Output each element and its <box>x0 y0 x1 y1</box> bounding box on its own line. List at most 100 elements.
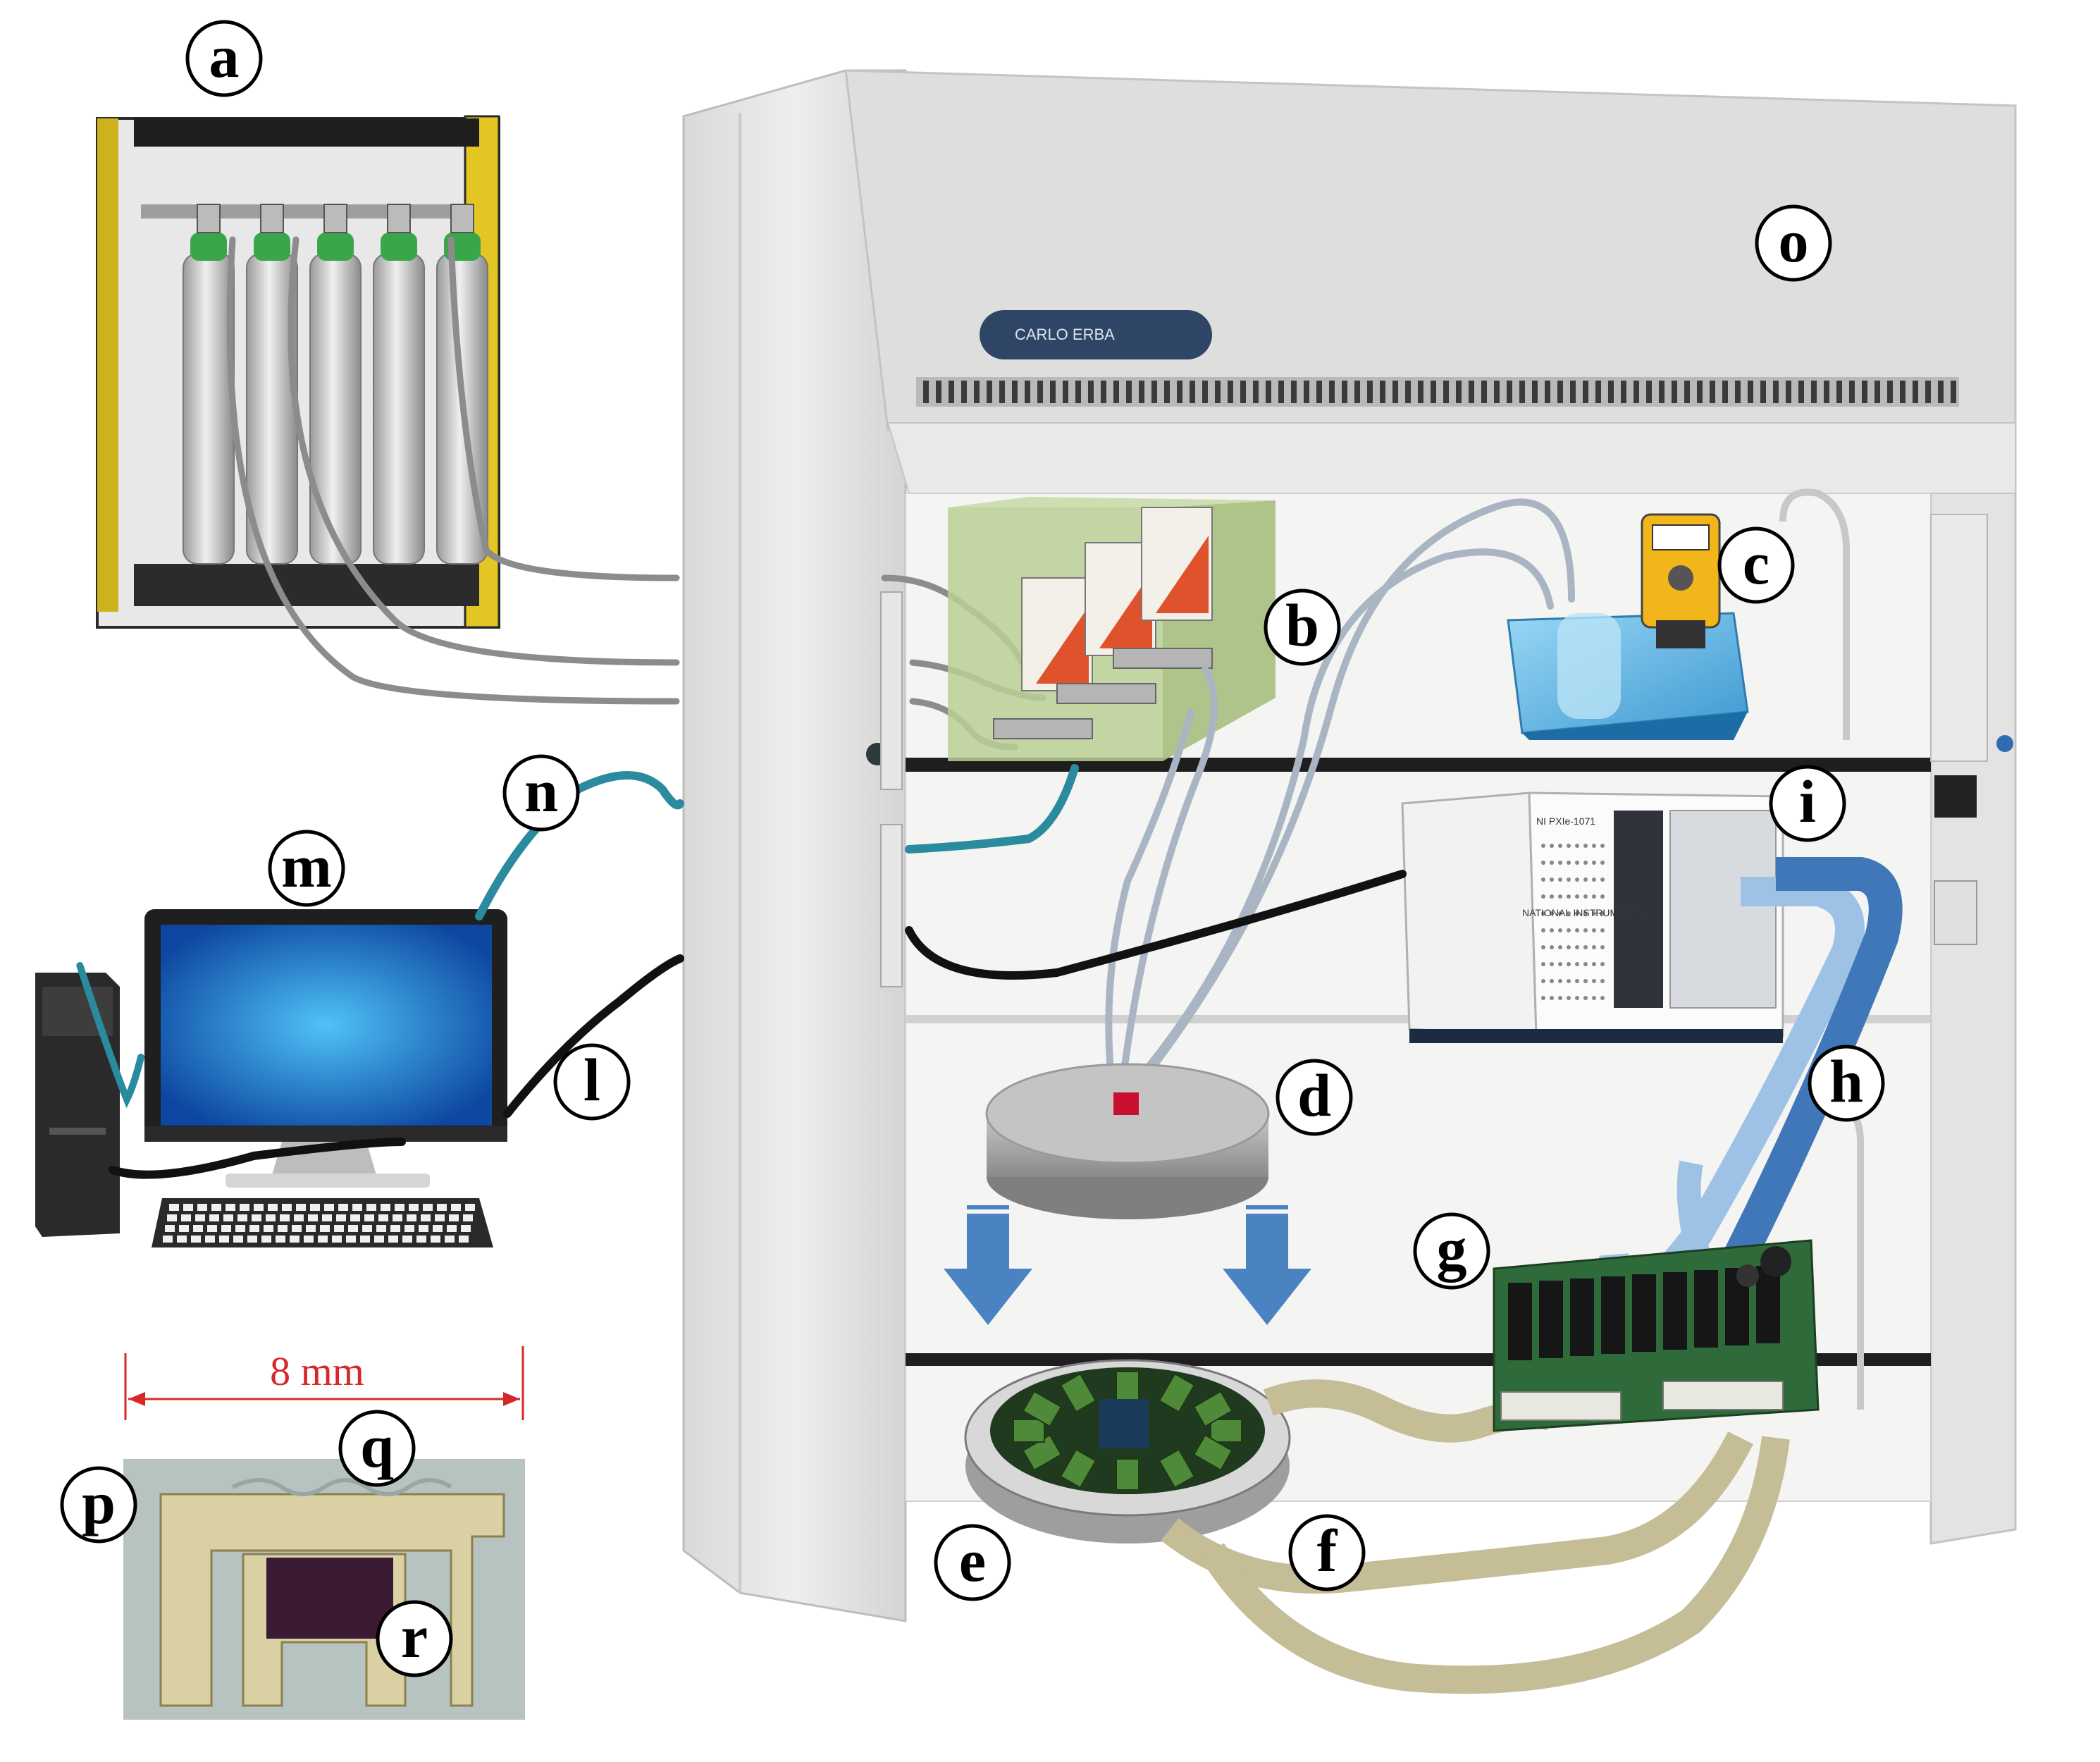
monitor-screen <box>161 925 492 1126</box>
daq-vent-hole <box>1592 962 1596 966</box>
daq-chassis: NI PXIe-1071 NATIONAL INSTRUMENTS PXI <box>1401 791 1784 1043</box>
keyboard-key <box>338 1204 348 1211</box>
vent-slot <box>1443 381 1449 403</box>
vent-slot <box>1126 381 1132 403</box>
keyboard-key <box>378 1214 388 1221</box>
vent-slot <box>1900 381 1906 403</box>
vent-slot <box>1278 381 1284 403</box>
hood-valve-knob-right[interactable] <box>1996 735 2013 752</box>
cylinder-cap <box>254 233 290 261</box>
vent-slot <box>1291 381 1297 403</box>
label-h: h <box>1808 1045 1885 1122</box>
daq-vent-hole <box>1575 861 1579 865</box>
network-cables <box>76 764 1407 1179</box>
daq-vent-hole <box>1600 979 1605 983</box>
daq-vent-hole <box>1558 894 1562 899</box>
vent-slot <box>1913 381 1918 403</box>
keyboard-key <box>205 1236 215 1243</box>
vent-slot <box>1481 381 1487 403</box>
daq-vent-hole <box>1575 894 1579 899</box>
vent-slot <box>1190 381 1195 403</box>
label-n: n <box>502 754 580 832</box>
mfc-orange-panel <box>1099 571 1152 648</box>
keyboard-key <box>423 1204 433 1211</box>
daq-vent-hole <box>1550 844 1554 848</box>
chamber-center-chip <box>1099 1399 1149 1448</box>
vent-slot <box>1329 381 1335 403</box>
keyboard-key <box>278 1225 288 1232</box>
heatsink <box>1756 1266 1780 1343</box>
keyboard-key <box>207 1225 217 1232</box>
keyboard-key <box>320 1225 330 1232</box>
label-q: q <box>338 1410 416 1487</box>
daq-maker-text: NATIONAL INSTRUMENTS <box>1522 907 1644 918</box>
svg-text:d: d <box>1297 1061 1331 1129</box>
vent-slot <box>1595 381 1601 403</box>
vent-slot <box>1836 381 1842 403</box>
vent-slot <box>1380 381 1385 403</box>
heatsink <box>1694 1270 1718 1348</box>
cylinder-regulator <box>197 204 221 233</box>
keyboard-key <box>177 1236 187 1243</box>
daq-vent-hole <box>1567 911 1571 916</box>
vent-slot <box>1887 381 1893 403</box>
keyboard-key <box>433 1225 443 1232</box>
sensor-board <box>1210 1419 1242 1443</box>
scale-bar-label: 8 mm <box>270 1348 364 1394</box>
keyboard-key <box>282 1204 292 1211</box>
keyboard-key <box>350 1214 360 1221</box>
keyboard-key <box>435 1214 445 1221</box>
daq-vent-hole <box>1567 861 1571 865</box>
vent-slot <box>1507 381 1512 403</box>
keyboard-key <box>334 1225 344 1232</box>
vent-slot <box>1139 381 1144 403</box>
vent-slot <box>1722 381 1728 403</box>
keyboard-key <box>407 1214 416 1221</box>
svg-text:p: p <box>82 1469 116 1536</box>
scale-bar: 8 mm <box>124 1346 524 1420</box>
hood-brand-text: CARLO ERBA <box>1015 326 1115 343</box>
label-l: l <box>553 1043 631 1121</box>
computer-workstation <box>35 909 507 1247</box>
vent-slot <box>1431 381 1436 403</box>
sensor-board <box>1158 1448 1196 1489</box>
vent-slot <box>1710 381 1715 403</box>
daq-vent-hole <box>1541 962 1545 966</box>
sensor-board <box>1192 1390 1233 1428</box>
daq-vent-hole <box>1600 962 1605 966</box>
sensor-board <box>1115 1370 1140 1404</box>
keyboard-key <box>431 1236 440 1243</box>
keyboard-key <box>364 1214 374 1221</box>
cylinder-regulator <box>450 204 474 233</box>
vent-slot <box>1088 381 1094 403</box>
vent-slot <box>1151 381 1157 403</box>
daq-vent-hole <box>1550 861 1554 865</box>
vent-slot <box>1760 381 1766 403</box>
keyboard-key <box>404 1225 414 1232</box>
keyboard-key <box>223 1214 233 1221</box>
daq-vent-hole <box>1575 844 1579 848</box>
heatsink <box>1663 1272 1687 1350</box>
daq-vent-hole <box>1575 928 1579 932</box>
vent-slot <box>1354 381 1360 403</box>
daq-vent-hole <box>1541 877 1545 882</box>
daq-vent-hole <box>1575 945 1579 949</box>
label-i: i <box>1769 765 1846 842</box>
vent-slot <box>1938 381 1944 403</box>
svg-text:g: g <box>1437 1215 1467 1283</box>
keyboard-key <box>191 1236 201 1243</box>
vent-slot <box>1519 381 1525 403</box>
vent-slot <box>1266 381 1271 403</box>
keyboard-key <box>179 1225 189 1232</box>
vent-slot <box>1113 381 1119 403</box>
keyboard-key <box>264 1225 273 1232</box>
keyboard-key <box>249 1225 259 1232</box>
daq-vent-hole <box>1592 844 1596 848</box>
keyboard-key <box>254 1204 264 1211</box>
vent-slot <box>1583 381 1588 403</box>
keyboard-key <box>362 1225 372 1232</box>
vent-slot <box>1557 381 1563 403</box>
assembly-arrows <box>944 1205 1311 1325</box>
keyboard-key <box>165 1225 175 1232</box>
daq-vent-hole <box>1583 979 1588 983</box>
